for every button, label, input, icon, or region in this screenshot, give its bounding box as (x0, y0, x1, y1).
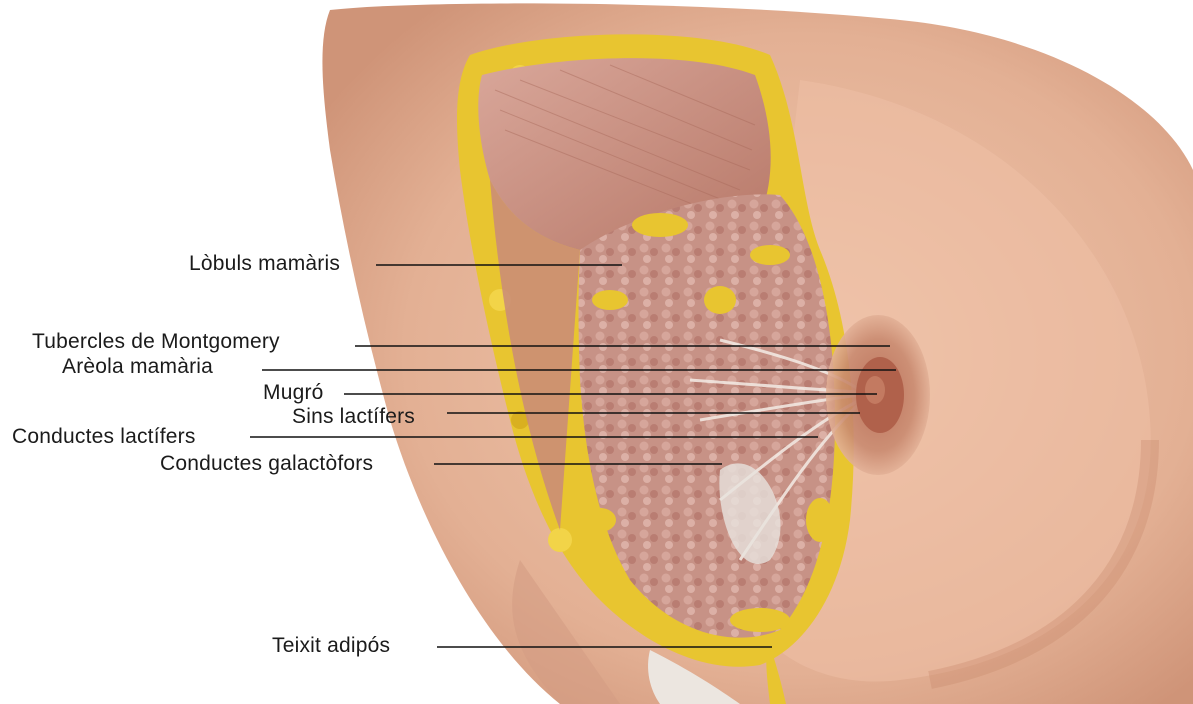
label-conductes-lactifers: Conductes lactífers (12, 426, 196, 447)
label-tubercles-de-montgomery: Tubercles de Montgomery (32, 331, 280, 352)
label-lobuls-mamaris: Lòbuls mamàris (189, 253, 340, 274)
areola-nipple (826, 315, 930, 475)
label-mugro: Mugró (263, 382, 324, 403)
label-sins-lactifers: Sins lactífers (292, 406, 415, 427)
label-areola-mamaria: Arèola mamària (62, 356, 213, 377)
label-teixit-adipos: Teixit adipós (272, 635, 390, 656)
label-conductes-galactofors: Conductes galactòfors (160, 453, 373, 474)
